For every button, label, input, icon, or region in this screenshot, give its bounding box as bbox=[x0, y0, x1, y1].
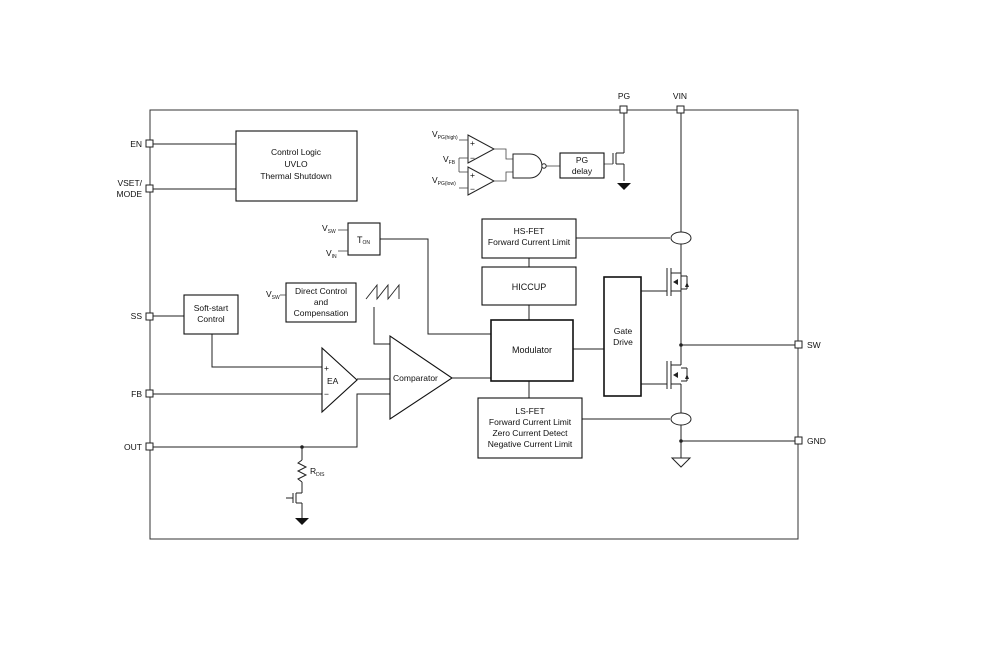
hiccup-block bbox=[481, 266, 577, 306]
gate-drive-line1: Gate bbox=[614, 326, 633, 336]
ls-fet-line4: Negative Current Limit bbox=[488, 439, 573, 449]
label-rdis: RDIS bbox=[310, 466, 325, 478]
pin-vset-pad bbox=[145, 184, 154, 193]
pin-sw-pad bbox=[794, 340, 803, 349]
pg-delay-line2: delay bbox=[572, 166, 593, 176]
control-logic-line2: UVLO bbox=[284, 159, 308, 169]
label-vpg-high: VPG(high) bbox=[432, 129, 458, 141]
gate-drive-block bbox=[603, 276, 642, 397]
control-logic-line1: Control Logic bbox=[271, 147, 322, 157]
ea-minus: − bbox=[324, 389, 329, 399]
label-vsw-ton: VSW bbox=[322, 223, 336, 235]
pg-delay-block bbox=[559, 152, 605, 179]
pg-delay-line1: PG bbox=[576, 155, 588, 165]
modulator-label: Modulator bbox=[512, 345, 552, 355]
ic-boundary bbox=[149, 109, 799, 540]
label-vsw-dc: VSW bbox=[266, 289, 280, 301]
svg-text:−: − bbox=[470, 184, 475, 194]
ea-plus: + bbox=[324, 363, 329, 373]
error-amplifier bbox=[321, 346, 358, 414]
soft-start-block bbox=[183, 294, 239, 335]
pin-sw-label: SW bbox=[807, 340, 821, 350]
pin-vset-label-line1: VSET/ bbox=[117, 178, 142, 188]
ramp-waveform bbox=[365, 283, 400, 301]
soft-start-line1: Soft-start bbox=[194, 303, 229, 313]
label-vpg-low: VPG(low) bbox=[432, 175, 456, 187]
ls-fet-line1: LS-FET bbox=[515, 406, 544, 416]
ls-fet-line2: Forward Current Limit bbox=[489, 417, 572, 427]
label-vfb: VFB bbox=[443, 154, 456, 166]
ton-label: TON bbox=[357, 235, 370, 246]
pin-out-label: OUT bbox=[124, 442, 142, 452]
direct-control-block bbox=[285, 282, 357, 323]
pin-ss-label: SS bbox=[131, 311, 143, 321]
direct-control-line3: Compensation bbox=[294, 308, 349, 318]
svg-text:+: + bbox=[470, 138, 475, 148]
svg-text:+: + bbox=[470, 170, 475, 180]
direct-control-line2: and bbox=[314, 297, 328, 307]
hs-current-sense bbox=[670, 231, 692, 245]
pin-en-label: EN bbox=[130, 139, 142, 149]
gate-drive-line2: Drive bbox=[613, 337, 633, 347]
direct-control-line1: Direct Control bbox=[295, 286, 347, 296]
pin-fb-label: FB bbox=[131, 389, 142, 399]
pin-vset-label-line2: MODE bbox=[117, 189, 143, 199]
pin-ss-pad bbox=[145, 312, 154, 321]
pin-fb-pad bbox=[145, 389, 154, 398]
pin-pg-label: PG bbox=[618, 91, 630, 101]
modulator-block bbox=[490, 319, 574, 382]
hs-fet-block bbox=[481, 218, 577, 259]
ls-fet-block bbox=[477, 397, 583, 459]
hs-fet-line1: HS-FET bbox=[514, 226, 545, 236]
ls-current-sense bbox=[670, 412, 692, 426]
pin-vin-pad bbox=[676, 105, 685, 114]
discharge-ground bbox=[295, 518, 309, 525]
pin-en-pad bbox=[145, 139, 154, 148]
pin-gnd-pad bbox=[794, 436, 803, 445]
soft-start-line2: Control bbox=[197, 314, 225, 324]
control-logic-line3: Thermal Shutdown bbox=[260, 171, 332, 181]
ea-label: EA bbox=[327, 376, 339, 386]
hs-fet-line2: Forward Current Limit bbox=[488, 237, 571, 247]
hiccup-label: HICCUP bbox=[512, 282, 547, 292]
pin-vin-label: VIN bbox=[673, 91, 687, 101]
ls-fet-line3: Zero Current Detect bbox=[492, 428, 568, 438]
label-vin-ton: VIN bbox=[326, 248, 337, 260]
power-good-circuit: + − + − bbox=[458, 134, 631, 196]
pin-pg-pad bbox=[619, 105, 628, 114]
pin-out-pad bbox=[145, 442, 154, 451]
wiring bbox=[153, 113, 795, 518]
svg-text:−: − bbox=[470, 153, 475, 163]
comparator-label: Comparator bbox=[393, 373, 438, 383]
ton-block bbox=[347, 222, 381, 256]
pin-gnd-label: GND bbox=[807, 436, 826, 446]
control-logic-block bbox=[235, 130, 358, 202]
comparator bbox=[389, 334, 453, 421]
